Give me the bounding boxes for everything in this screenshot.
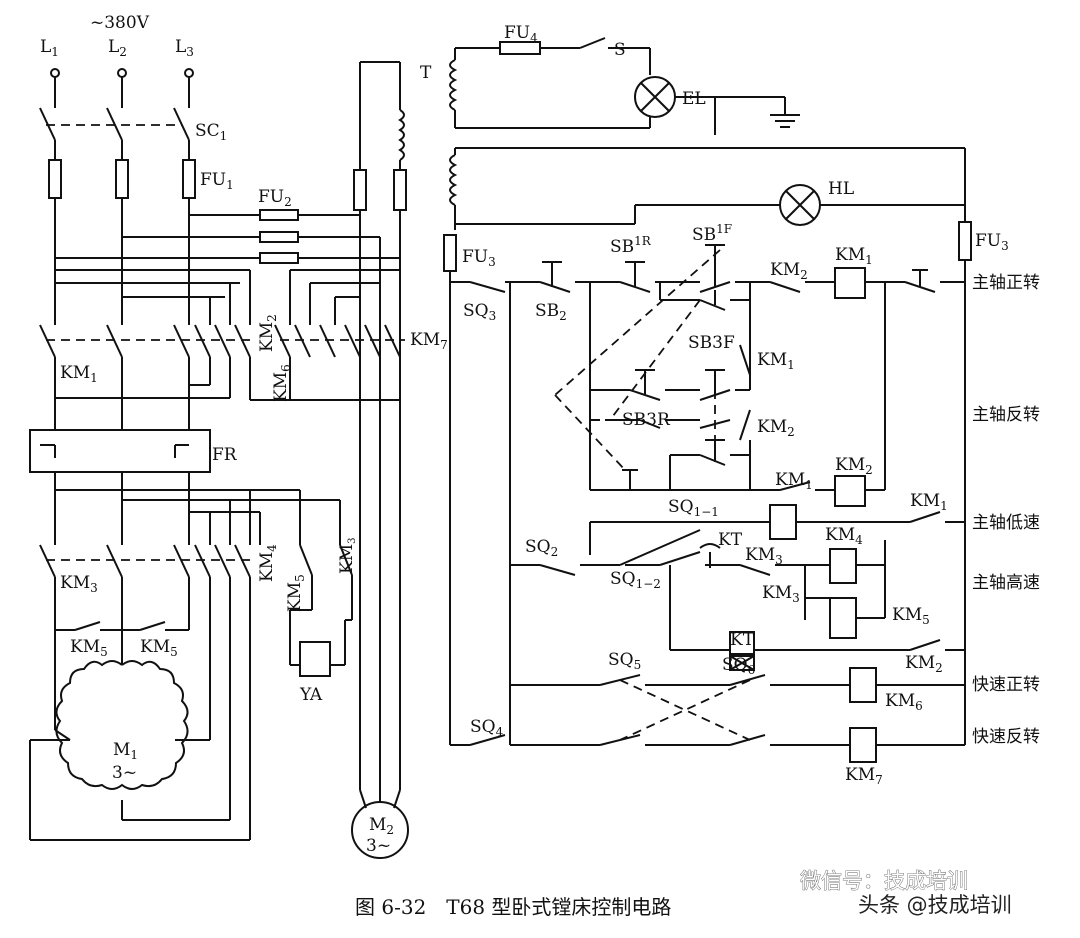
label-KM1-main: KM1 (60, 363, 98, 385)
label-FR: FR (212, 445, 238, 465)
label-EL: EL (682, 89, 706, 109)
watermark-toutiao: 头条 @技成培训 (858, 893, 1012, 917)
label-KM2-fast: KM2 (905, 653, 943, 675)
label-L2: L2 (108, 37, 127, 59)
label-SB2: SB2 (535, 301, 567, 323)
label-KM2-main: KM2 (257, 314, 279, 352)
label-HL: HL (828, 179, 854, 199)
label-KT-coil: KT (730, 630, 755, 650)
label-M2-phase: 3~ (366, 836, 391, 856)
figure-caption: 图 6-32 T68 型卧式镗床控制电路 (355, 895, 671, 919)
label-FU4: FU4 (504, 23, 538, 45)
function-fast-reverse: 快速反转 (972, 727, 1040, 747)
label-M1-phase: 3~ (112, 763, 137, 783)
label-KM7-coil: KM7 (845, 765, 883, 787)
label-KM6-main: KM6 (271, 364, 293, 402)
function-fast-forward: 快速正转 (972, 675, 1040, 695)
label-KM3-ctrl: KM3 (745, 545, 783, 567)
label-M1: M1 (113, 740, 138, 762)
function-main-low-speed: 主轴低速 (972, 513, 1040, 533)
label-SB1R: SB1R (610, 234, 652, 257)
label-FU3-left: FU3 (462, 247, 496, 269)
label-FU1: FU1 (200, 170, 234, 192)
label-KM1-hold: KM1 (757, 350, 795, 372)
label-SQ1-2: SQ1−2 (610, 569, 661, 591)
label-SQ1-1: SQ1−1 (668, 497, 719, 519)
label-KM5-main: KM5 (285, 574, 307, 612)
label-S: S (614, 40, 626, 60)
label-SB3R: SB3R (622, 410, 671, 430)
label-KM1-interlock: KM1 (775, 470, 813, 492)
label-FU3-right: FU3 (975, 231, 1009, 253)
label-KM1-low: KM1 (910, 491, 948, 513)
label-SC1: SC1 (195, 121, 227, 143)
function-main-forward: 主轴正转 (972, 273, 1040, 293)
label-KM5-a: KM5 (70, 637, 108, 659)
supply-label: ~380V (90, 13, 150, 33)
label-SB3F: SB3F (688, 333, 735, 353)
label-KM4-main: KM4 (257, 544, 279, 582)
label-L1: L1 (40, 37, 59, 59)
main-circuit (29, 61, 409, 859)
label-SQ5: SQ5 (608, 650, 641, 672)
label-SQ6: SQ6 (722, 655, 755, 677)
watermark-wechat: 微信号：技成培训 (800, 869, 968, 893)
label-FU2: FU2 (258, 187, 292, 209)
label-KT-contact: KT (718, 530, 743, 550)
label-SB1F: SB1F (692, 222, 732, 245)
label-SQ3: SQ3 (463, 301, 496, 323)
function-main-high-speed: 主轴高速 (972, 573, 1040, 593)
label-KM4-coil: KM4 (825, 525, 863, 547)
label-SQ2: SQ2 (525, 537, 558, 559)
label-KM5-b: KM5 (140, 637, 178, 659)
label-KM6-coil: KM6 (885, 691, 923, 713)
label-KM3-main: KM3 (60, 573, 98, 595)
label-T: T (420, 63, 432, 83)
label-KM7-main: KM7 (410, 330, 448, 352)
label-KM5-coil: KM5 (892, 605, 930, 627)
label-KM2-hold: KM2 (757, 417, 795, 439)
function-main-reverse: 主轴反转 (972, 405, 1040, 425)
label-KM2-ctrl: KM2 (770, 260, 808, 282)
label-KM3-small: KM3 (337, 538, 358, 574)
label-KM3-ctrl-b: KM3 (762, 583, 800, 605)
label-KM1-coil: KM1 (835, 245, 873, 267)
label-KM2-coil: KM2 (835, 455, 873, 477)
label-SQ4: SQ4 (470, 717, 504, 739)
labels: ~380V L1 L2 L3 SC1 FU1 FU2 T FU4 S EL HL… (40, 13, 1040, 919)
control-circuit (443, 37, 972, 763)
label-L3: L3 (175, 37, 194, 59)
label-YA: YA (299, 685, 323, 705)
label-M2: M2 (369, 815, 394, 837)
